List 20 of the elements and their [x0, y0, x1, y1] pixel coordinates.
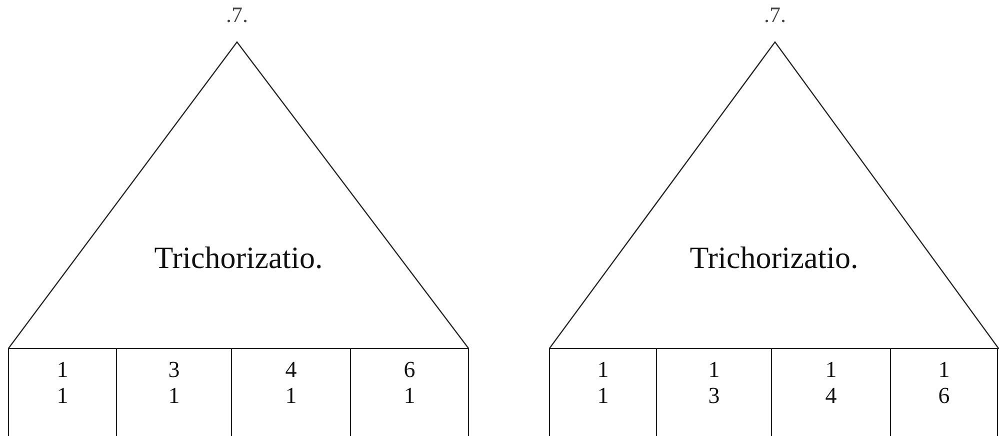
cell-value: 1: [56, 357, 68, 383]
cell-value: 1: [285, 383, 297, 409]
cell-value: 4: [285, 357, 297, 383]
triangle-label: Trichorizatio.: [690, 240, 858, 276]
cell-value: 1: [825, 357, 837, 383]
cell-value: 1: [168, 383, 180, 409]
cell-value: 1: [597, 383, 609, 409]
cell-value: 3: [708, 383, 720, 409]
cell-value: 1: [597, 357, 609, 383]
apex-label: .7.: [226, 2, 248, 28]
apex-label: .7.: [764, 2, 786, 28]
cell-value: 1: [708, 357, 720, 383]
cell-value: 6: [404, 357, 416, 383]
cell-value: 3: [168, 357, 180, 383]
triangle-label: Trichorizatio.: [154, 240, 323, 276]
cell-value: 6: [938, 383, 950, 409]
cell-value: 1: [938, 357, 950, 383]
cell-value: 1: [56, 383, 68, 409]
cell-value: 1: [404, 383, 416, 409]
cell-value: 4: [825, 383, 837, 409]
